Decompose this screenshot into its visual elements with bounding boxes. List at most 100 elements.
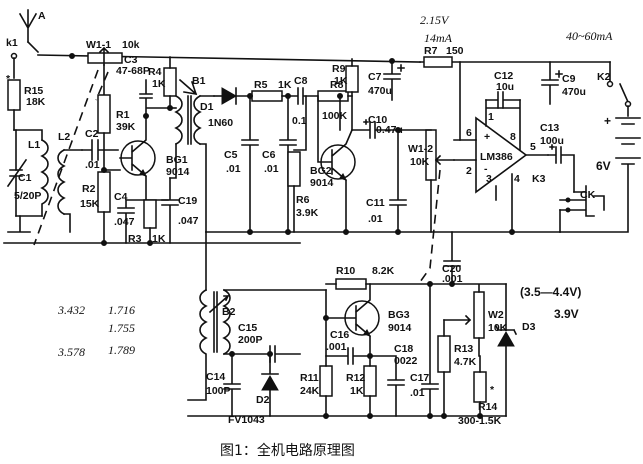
- r15-resistor: [7, 79, 21, 131]
- r15-star: *: [6, 73, 11, 85]
- bg2-label: BG2: [310, 165, 332, 177]
- r12-label: R12: [346, 372, 365, 384]
- c20-label: C20: [442, 263, 461, 275]
- note-current: 14mA: [424, 31, 453, 45]
- r3-label: R3: [128, 233, 142, 245]
- r3-value: 1K: [152, 233, 166, 245]
- ck-label: CK: [580, 189, 596, 201]
- r2-resistor: [97, 171, 111, 244]
- r4-label: R4: [148, 66, 162, 78]
- c1-value: 5/20P: [14, 190, 41, 202]
- c10-capacitor: [351, 119, 399, 139]
- c17-capacitor: [421, 283, 439, 417]
- c20-value: .001: [442, 273, 463, 285]
- c13-value: 100u: [540, 135, 564, 147]
- c18-value: 0022: [394, 355, 418, 367]
- note-h3a: 3.578: [57, 345, 85, 359]
- plus-input: +: [484, 131, 490, 143]
- note-current-range: 40~60mA: [566, 29, 613, 43]
- b1-label: B1: [192, 75, 206, 87]
- c17-value: .01: [410, 387, 425, 399]
- pin4-label: 4: [514, 173, 520, 185]
- w1-2-potentiometer: [397, 129, 455, 233]
- bg2-transistor: [317, 95, 356, 233]
- c7-value: 470u: [368, 85, 392, 97]
- r7-resistor: [423, 56, 453, 68]
- c5-capacitor: [241, 95, 259, 233]
- bg3-label: BG3: [388, 309, 410, 321]
- pin8-label: 8: [510, 131, 516, 143]
- r10-label: R10: [336, 265, 355, 277]
- c16-label: C16: [330, 329, 349, 341]
- c9-capacitor: [541, 61, 563, 105]
- c15-label: C15: [238, 322, 257, 334]
- pin1-label: 1: [488, 111, 494, 123]
- r11-resistor: [319, 355, 333, 417]
- w2-potentiometer: [443, 283, 507, 357]
- bg3-value: 9014: [388, 322, 412, 334]
- c12-label: C12: [494, 70, 513, 82]
- note-voltage-range: (3.5—4.4V): [520, 285, 581, 299]
- d1-label: D1: [200, 101, 214, 113]
- r2-label: R2: [82, 183, 96, 195]
- l2-coil: [57, 148, 83, 233]
- r14-resistor: [473, 355, 487, 417]
- c7-capacitor: [383, 60, 405, 101]
- r3-resistor: [143, 199, 157, 244]
- c6-label: C6: [262, 149, 276, 161]
- r15-label: R15: [24, 85, 43, 97]
- c1-label: C1: [18, 172, 32, 184]
- minus-input: -: [484, 163, 488, 175]
- r4-resistor: [163, 56, 177, 109]
- c15-value: 200P: [238, 334, 263, 346]
- ganged-dashline-3: [419, 169, 441, 283]
- k1-label: k1: [6, 37, 18, 49]
- r13-resistor: [437, 319, 451, 417]
- note-h1b: 1.716: [108, 303, 135, 317]
- c14-value: 100P: [206, 385, 231, 397]
- junction-dots: [69, 53, 515, 419]
- c5-label: C5: [224, 149, 238, 161]
- l1-c1-tank: [6, 129, 49, 233]
- c3-value: 47-68P: [116, 65, 150, 77]
- c19-capacitor: [161, 177, 179, 244]
- r12-value: 1K: [350, 385, 364, 397]
- r12-resistor: [363, 355, 377, 417]
- battery-plus: +: [604, 114, 611, 128]
- r11-label: R11: [300, 372, 319, 384]
- c11-label: C11: [366, 197, 385, 209]
- c2-capacitor: [81, 139, 119, 161]
- c11-value: .01: [368, 213, 383, 225]
- c4-label: C4: [114, 191, 128, 203]
- r8-label: R8: [330, 79, 344, 91]
- r10-value: 8.2K: [372, 265, 395, 277]
- r9-label: R9: [332, 63, 346, 75]
- note-voltage-value: 3.9V: [554, 307, 579, 321]
- c13-label: C13: [540, 122, 559, 134]
- c10-value: 0.47u: [376, 124, 403, 136]
- r13-value: 4.7K: [454, 356, 477, 368]
- c4-value: .047: [114, 216, 135, 228]
- c17-label: C17: [410, 372, 429, 384]
- d1-diode: [213, 87, 251, 105]
- ganged-dashline-2: [95, 71, 109, 101]
- c10-label: C10: [368, 114, 387, 126]
- pin5-label: 5: [530, 141, 536, 153]
- c12-capacitor: [485, 91, 521, 109]
- c2-label: C2: [85, 128, 99, 140]
- d1-value: 1N60: [208, 117, 233, 129]
- r10-resistor: [325, 278, 431, 290]
- c8-label: C8: [294, 75, 308, 87]
- w1-1-label: W1-1: [86, 39, 111, 51]
- w1-2-label: W1-2: [408, 143, 433, 155]
- l2-label: L2: [58, 131, 70, 143]
- c18-capacitor: [369, 355, 405, 417]
- c12-value: 10u: [496, 81, 514, 93]
- r4-value: 1K: [152, 78, 166, 90]
- pin3-label: 3: [486, 173, 492, 185]
- r6-label: R6: [296, 194, 310, 206]
- c5-value: .01: [226, 163, 241, 175]
- k2-label: K2: [597, 71, 611, 83]
- bg1-transistor: [119, 115, 156, 201]
